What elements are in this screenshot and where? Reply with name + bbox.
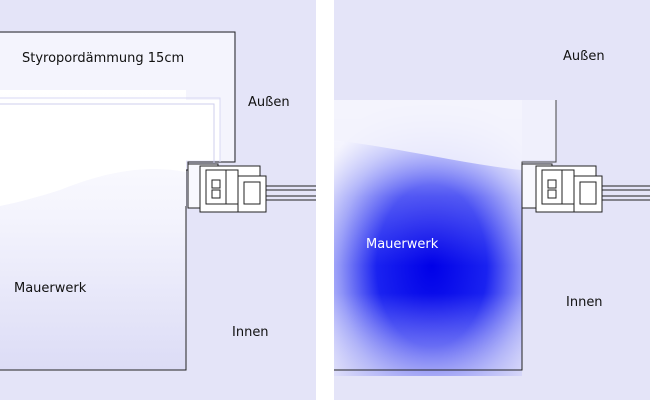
right-window-frame <box>521 163 650 213</box>
right-warm-strip <box>334 100 556 170</box>
warm-zone <box>0 100 220 206</box>
glazing-lines <box>266 185 316 201</box>
right-masonry-outline <box>334 206 523 371</box>
isotherm-line <box>0 97 221 162</box>
glazing-lines <box>602 185 650 201</box>
right-panel: Außen Mauerwerk Innen <box>334 0 650 400</box>
insulation-label: Styropordämmung 15cm <box>22 51 184 66</box>
left-window-frame <box>187 163 316 213</box>
left-outside-label: Außen <box>248 95 290 110</box>
right-inside-label: Innen <box>566 295 603 310</box>
left-wall-label: Mauerwerk <box>14 281 87 296</box>
panel-divider <box>316 0 334 400</box>
right-wall-label: Mauerwerk <box>366 237 439 252</box>
right-outside-label: Außen <box>563 49 605 64</box>
isotherm-line <box>0 103 215 164</box>
left-masonry-outline <box>0 206 187 371</box>
left-inside-label: Innen <box>232 325 269 340</box>
left-panel: Styropordämmung 15cm Außen Mauerwerk Inn… <box>0 0 316 400</box>
